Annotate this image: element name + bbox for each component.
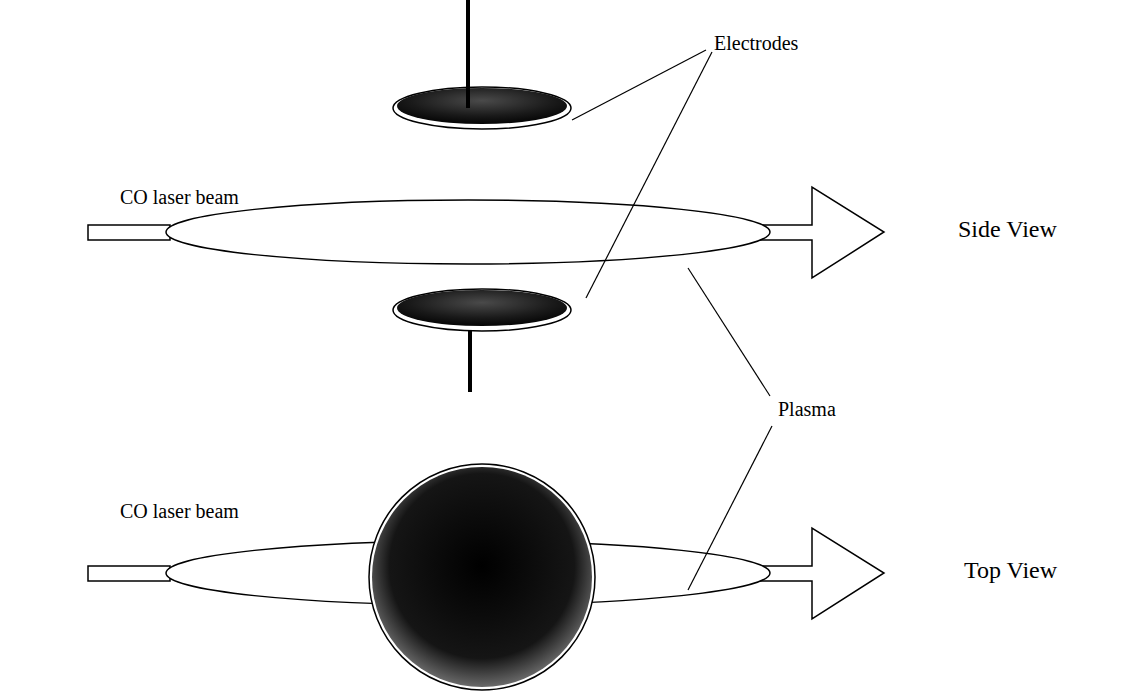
leader-line	[586, 52, 712, 298]
electrode-disc	[372, 467, 592, 687]
laser-stub	[88, 225, 170, 240]
electrode-rod	[466, 88, 470, 108]
beam-label: CO laser beam	[120, 186, 239, 209]
laser-stub	[88, 566, 170, 581]
leader-line	[688, 426, 772, 590]
part-label: Electrodes	[714, 32, 798, 55]
electrode-rod	[468, 331, 472, 392]
electrode-rim	[369, 464, 595, 690]
bottom-electrode	[397, 290, 567, 326]
view-label: Side View	[958, 216, 1057, 244]
leader-line	[688, 268, 770, 396]
electrode-rod	[466, 0, 470, 108]
beam-arrow	[760, 187, 884, 278]
leader-line	[572, 50, 706, 120]
view-label: Top View	[964, 557, 1057, 585]
electrode-rim	[393, 87, 571, 129]
electrode-rim	[393, 289, 571, 331]
plasma-ellipse	[166, 200, 770, 264]
part-label: Plasma	[778, 398, 836, 421]
beam-label: CO laser beam	[120, 500, 239, 523]
top-electrode	[397, 88, 567, 124]
beam-arrow	[760, 528, 884, 619]
